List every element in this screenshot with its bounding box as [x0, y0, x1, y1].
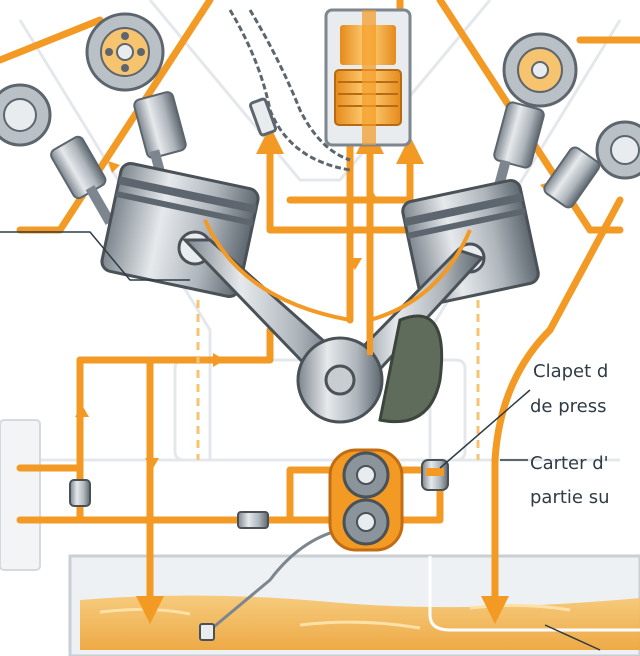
- arrow-icon: [108, 161, 120, 173]
- inline-fittings: [69, 479, 269, 641]
- camshaft-gear-left-2: [0, 83, 52, 147]
- block-wall-left: [0, 419, 41, 571]
- label-crankcase-line1: Carter d': [530, 453, 609, 474]
- oil-sump: [68, 554, 640, 656]
- arrow-icon: [75, 405, 89, 417]
- crankshaft: [296, 310, 444, 424]
- camshaft-gear-right: [502, 32, 578, 108]
- oil-pump: [328, 448, 404, 552]
- camshaft-gear-left: [85, 12, 165, 92]
- camshaft-gear-right-2: [595, 120, 640, 180]
- callout-lines: [0, 231, 601, 651]
- label-pressure-valve-line2: de press: [530, 396, 607, 417]
- gear-pair-icon: [342, 451, 390, 546]
- connecting-rods: [181, 219, 485, 383]
- arrow-icon: [348, 258, 362, 270]
- oil-return-dashed: [196, 300, 480, 460]
- gear-icon: [105, 32, 145, 72]
- arrow-icon: [213, 353, 225, 367]
- label-pressure-valve-line1: Clapet d: [533, 361, 609, 382]
- timing-chain: [228, 9, 351, 172]
- arrow-icon: [365, 190, 379, 202]
- label-crankcase-line2: partie su: [530, 487, 610, 508]
- oil-filter: [324, 8, 412, 147]
- arrow-icon: [145, 458, 159, 470]
